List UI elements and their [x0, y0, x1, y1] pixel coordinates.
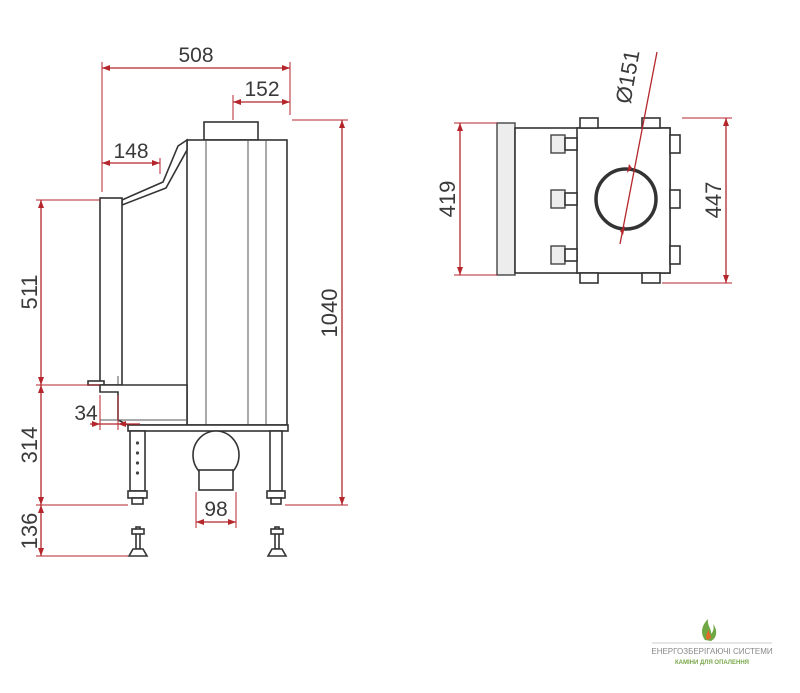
dim-hood-depth: 148: [102, 140, 161, 174]
adjustable-foot-left: [127, 526, 149, 557]
tab-right-3: [669, 245, 681, 265]
bracket-3-pin: [564, 248, 578, 262]
company-logo: ЕНЕРГОЗБЕРІГАЮЧІ СИСТЕМИ КАМІНИ ДЛЯ ОПАЛ…: [651, 619, 773, 666]
leg-left-holes: [135, 441, 140, 475]
tab-bottom-1: [579, 272, 599, 284]
dim-total-height: 1040: [285, 119, 348, 506]
dim-leg-height-label: 136: [17, 513, 42, 550]
dim-door-height: 511: [17, 199, 100, 386]
dim-total-width: 508: [101, 44, 291, 192]
bracket-3: [550, 245, 566, 265]
front-door-frame: [99, 197, 123, 386]
dim-door-offset: 34: [74, 395, 140, 430]
logo-subtitle: КАМІНИ ДЛЯ ОПАЛЕННЯ: [675, 660, 749, 666]
logo-title: ЕНЕРГОЗБЕРІГАЮЧІ СИСТЕМИ: [651, 647, 773, 656]
lower-base-plate: [99, 384, 188, 426]
foot-left-pad: [131, 497, 144, 505]
foot-left: [127, 490, 148, 499]
side-view: 508 152 148 511 314: [17, 44, 348, 557]
dim-base-height-label: 314: [17, 427, 42, 464]
bracket-2-pin: [564, 192, 578, 206]
flame-icon: [701, 619, 717, 641]
leg-left: [129, 430, 146, 492]
leg-right: [269, 430, 283, 492]
front-frame-strip: [496, 122, 516, 276]
dim-outer-depth-label: 447: [701, 182, 726, 219]
dim-door-offset-label: 34: [74, 402, 98, 425]
dim-door-height-label: 511: [17, 274, 42, 309]
tab-top-2: [641, 117, 661, 129]
foot-right-pad: [270, 497, 282, 505]
bracket-1-pin: [564, 137, 578, 151]
dim-leg-height: 136: [17, 505, 128, 557]
dim-base-height: 314: [17, 385, 128, 506]
dim-inner-depth-label: 419: [435, 181, 460, 218]
firebox-body: [186, 139, 288, 426]
tab-top-1: [579, 117, 599, 129]
tab-bottom-2: [641, 272, 661, 284]
dim-flue-offset-label: 152: [244, 78, 279, 101]
dim-air-inlet-label: 98: [204, 498, 227, 521]
tab-right-2: [669, 189, 681, 209]
dim-total-height-label: 1040: [317, 289, 342, 338]
tab-right-1: [669, 134, 681, 154]
dim-hood-depth-label: 148: [113, 140, 148, 163]
dim-outer-depth: 447: [662, 117, 732, 284]
dim-air-inlet: 98: [195, 492, 237, 528]
dim-total-width-label: 508: [178, 44, 213, 67]
bracket-1: [550, 134, 566, 154]
foot-right: [266, 490, 286, 499]
top-view: Ø151 419 447: [435, 48, 732, 284]
flue-outlet: [594, 167, 658, 231]
bracket-2: [550, 189, 566, 209]
dim-inner-depth: 419: [435, 122, 497, 276]
bottom-frame: [127, 424, 289, 432]
dim-flue-offset: 152: [232, 78, 290, 120]
air-inlet-pipe: [198, 469, 234, 491]
dim-flue-diameter-label: Ø151: [611, 48, 645, 105]
flue-collar: [203, 121, 259, 141]
adjustable-foot-right: [266, 526, 288, 557]
